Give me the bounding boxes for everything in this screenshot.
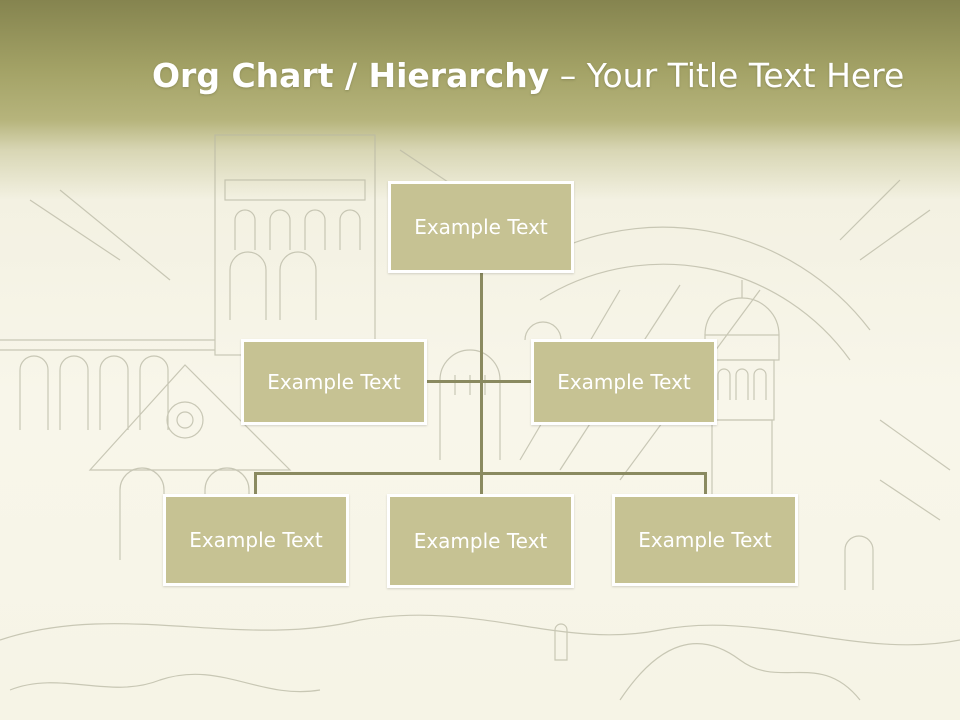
connector-child-right xyxy=(704,472,707,496)
title-subtitle-part: Your Title Text Here xyxy=(586,56,905,95)
title-separator: – xyxy=(549,56,587,95)
connector-assistants-horizontal xyxy=(426,380,534,383)
org-box-child-center[interactable]: Example Text xyxy=(387,494,574,588)
org-box-child-center-label: Example Text xyxy=(413,529,548,553)
org-box-child-left[interactable]: Example Text xyxy=(163,494,349,586)
org-box-child-right-label: Example Text xyxy=(638,528,772,552)
org-box-child-right[interactable]: Example Text xyxy=(612,494,798,586)
org-box-root[interactable]: Example Text xyxy=(388,181,574,273)
org-box-assistant-left[interactable]: Example Text xyxy=(241,339,427,425)
org-box-assistant-right[interactable]: Example Text xyxy=(531,339,717,425)
title-bold-part: Org Chart / Hierarchy xyxy=(152,56,550,95)
org-box-assistant-right-label: Example Text xyxy=(557,370,691,394)
org-box-child-left-label: Example Text xyxy=(189,528,323,552)
org-box-root-label: Example Text xyxy=(414,215,548,239)
org-box-assistant-left-label: Example Text xyxy=(267,370,401,394)
connector-child-left xyxy=(254,472,257,496)
slide-title: Org Chart / Hierarchy – Your Title Text … xyxy=(152,52,932,102)
connector-children-horizontal xyxy=(254,472,707,475)
connector-root-vertical xyxy=(480,271,483,495)
